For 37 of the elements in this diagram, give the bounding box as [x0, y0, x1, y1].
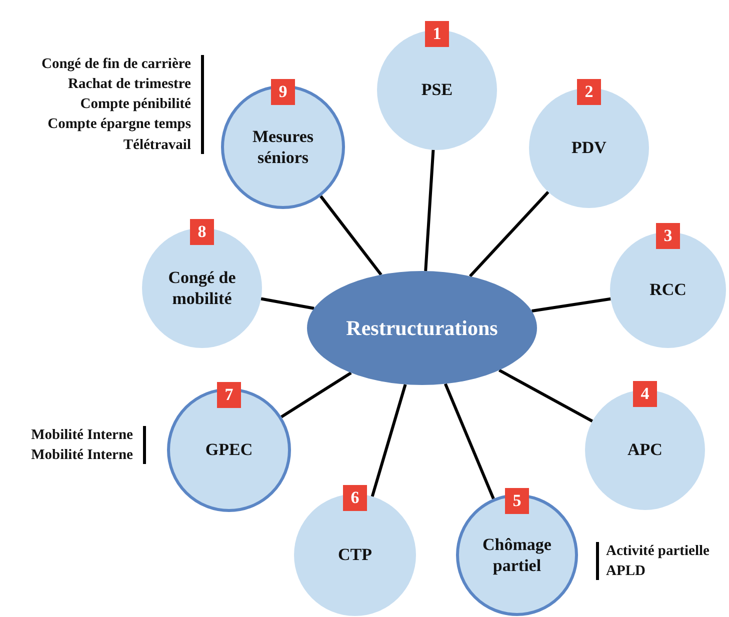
note-text: Congé de fin de carrière [41, 55, 191, 74]
note-text: Mobilité Interne [31, 426, 133, 444]
note-text: Mobilité Interne [31, 446, 133, 464]
note-text: Compte pénibilité [80, 95, 191, 114]
center-label: Restructurations [345, 314, 499, 342]
number-badge: 3 [656, 223, 680, 249]
connector-line [320, 195, 382, 276]
connector-line [370, 384, 407, 497]
topic-label: Mesures séniors [251, 126, 315, 168]
note-text: Télétravail [123, 136, 191, 154]
topic-label: GPEC [204, 439, 254, 461]
note-text: Activité partielle [606, 542, 710, 560]
number-badge: 1 [425, 21, 449, 47]
number-badge: 8 [190, 219, 214, 245]
connector-line [280, 372, 352, 418]
connector-line [498, 368, 594, 423]
connector-line [260, 297, 314, 310]
topic-label: APC [626, 439, 664, 461]
connector-line [444, 383, 495, 500]
number-badge: 2 [577, 79, 601, 105]
topic-label: PSE [420, 79, 454, 101]
number-badge: 7 [217, 382, 241, 408]
number-badge: 9 [271, 79, 295, 105]
topic-label: Chômage partiel [482, 534, 552, 576]
topic-label: CTP [337, 544, 373, 566]
note-text: Compte épargne temps [48, 115, 191, 134]
number-badge: 6 [343, 485, 367, 511]
topic-label: RCC [648, 279, 688, 301]
number-badge: 4 [633, 381, 657, 407]
topic-label: Congé de mobilité [167, 266, 237, 310]
number-badge: 5 [505, 488, 529, 514]
topic-label: PDV [570, 137, 608, 159]
connector-line [424, 150, 435, 272]
connector-line [532, 297, 611, 313]
connector-line [468, 190, 550, 278]
note-text: APLD [606, 562, 646, 580]
note-text: Rachat de trimestre [68, 75, 191, 94]
